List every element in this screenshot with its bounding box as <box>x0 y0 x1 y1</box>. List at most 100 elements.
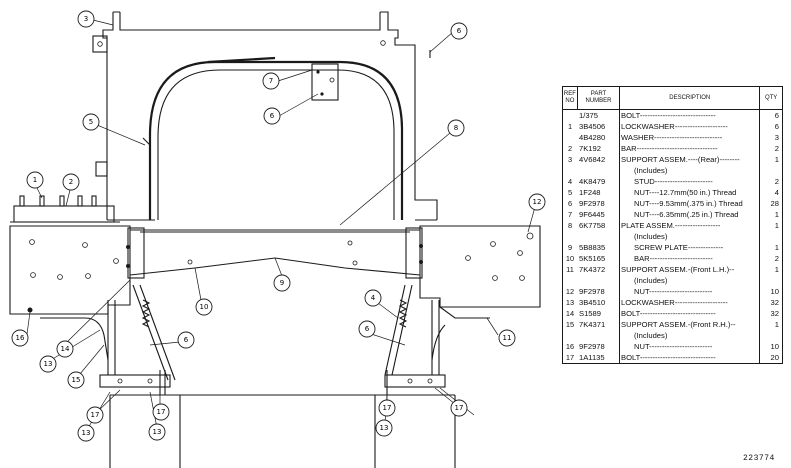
row-qty: 2 <box>774 144 779 153</box>
row-part-number: 5B8835 <box>579 243 606 252</box>
table-row: (Includes) <box>563 330 782 341</box>
row-qty <box>760 165 782 176</box>
svg-text:17: 17 <box>157 408 166 416</box>
figure-number: 223774 <box>743 454 775 463</box>
leader-lines <box>26 19 536 429</box>
row-part-number: 1A1135 <box>579 353 605 362</box>
row-qty: 28 <box>770 199 779 208</box>
svg-text:13: 13 <box>82 429 91 437</box>
row-ref: 9 <box>567 243 573 252</box>
row-qty: 10 <box>770 287 779 296</box>
header-ref: REF NO <box>563 87 578 109</box>
exploded-parts-drawing: 3 6 7 6 5 8 1 2 12 9 10 4 6 11 6 16 14 1… <box>9 10 546 468</box>
table-header: REF NO PART NUMBER DESCRIPTION QTY <box>563 87 782 110</box>
callout-3: 3 <box>77 10 95 28</box>
row-part-number: 3B4510 <box>579 298 606 307</box>
row-ref: 10 <box>565 254 575 263</box>
svg-text:13: 13 <box>153 428 162 436</box>
row-ref <box>563 330 577 341</box>
row-description: LOCKWASHER--------------------- <box>619 121 760 132</box>
row-description: NUT----12.7mm(50 in.) Thread <box>619 187 760 198</box>
callout-6: 6 <box>177 331 195 349</box>
callout-6: 6 <box>450 22 468 40</box>
callout-8: 8 <box>447 119 465 137</box>
svg-text:8: 8 <box>454 124 458 132</box>
row-description: (Includes) <box>619 330 760 341</box>
row-ref <box>563 275 577 286</box>
svg-text:17: 17 <box>91 411 100 419</box>
row-description: BOLT------------------------------ <box>619 352 760 363</box>
svg-text:10: 10 <box>200 303 209 311</box>
row-ref: 13 <box>565 298 575 307</box>
row-description: NUT------------------------- <box>619 286 760 297</box>
row-ref: 4 <box>567 177 573 186</box>
table-row: (Includes) <box>563 231 782 242</box>
row-description: BOLT------------------------------ <box>619 308 760 319</box>
row-part-number: 5K5165 <box>579 254 606 263</box>
row-qty: 6 <box>774 122 779 131</box>
row-part-number: 9F2978 <box>579 287 605 296</box>
row-qty <box>760 231 782 242</box>
header-description: DESCRIPTION <box>620 87 761 109</box>
row-ref <box>563 231 577 242</box>
row-part-number <box>577 275 619 286</box>
row-description: NUT----6.35mm(.25 in.) Thread <box>619 209 760 220</box>
row-description: (Includes) <box>619 275 760 286</box>
callout-13: 13 <box>77 424 95 442</box>
svg-text:17: 17 <box>383 404 392 412</box>
row-part-number: 4K8479 <box>579 177 606 186</box>
plate-assembly <box>9 221 541 315</box>
rear-support-assembly <box>92 11 438 221</box>
row-ref <box>563 110 577 121</box>
table-row: (Includes) <box>563 165 782 176</box>
callout-17: 17 <box>450 399 468 417</box>
row-ref: 14 <box>565 309 575 318</box>
svg-text:11: 11 <box>503 334 512 342</box>
row-ref: 15 <box>565 320 575 329</box>
callout-13: 13 <box>39 355 57 373</box>
callout-10: 10 <box>195 298 213 316</box>
row-description: (Includes) <box>619 231 760 242</box>
row-qty: 1 <box>774 210 779 219</box>
row-part-number: 1F248 <box>579 188 601 197</box>
row-part-number <box>577 330 619 341</box>
row-ref: 17 <box>565 353 575 362</box>
row-qty: 1 <box>774 320 779 329</box>
row-description: (Includes) <box>619 165 760 176</box>
svg-text:9: 9 <box>280 279 284 287</box>
table-row: 17 1A1135 BOLT----------------------------… <box>563 352 782 363</box>
row-part-number: 9F6445 <box>579 210 605 219</box>
svg-text:12: 12 <box>533 198 542 206</box>
callout-16: 16 <box>11 329 29 347</box>
svg-text:13: 13 <box>44 360 53 368</box>
svg-text:1: 1 <box>33 176 37 184</box>
row-part-number: 7K192 <box>579 144 601 153</box>
callout-4: 4 <box>364 289 382 307</box>
row-description: SUPPORT ASSEM.-(Front R.H.)-- <box>619 319 760 330</box>
callout-9: 9 <box>273 274 291 292</box>
svg-text:3: 3 <box>84 15 88 23</box>
row-description: LOCKWASHER--------------------- <box>619 297 760 308</box>
row-qty: 1 <box>774 265 779 274</box>
row-description: SCREW PLATE-------------- <box>619 242 760 253</box>
row-ref: 6 <box>567 199 573 208</box>
table-row: (Includes) <box>563 275 782 286</box>
callout-7: 7 <box>262 72 280 90</box>
parts-list-table: REF NO PART NUMBER DESCRIPTION QTY 1/375… <box>562 86 783 364</box>
callout-11: 11 <box>498 329 516 347</box>
row-qty: 6 <box>774 111 779 120</box>
